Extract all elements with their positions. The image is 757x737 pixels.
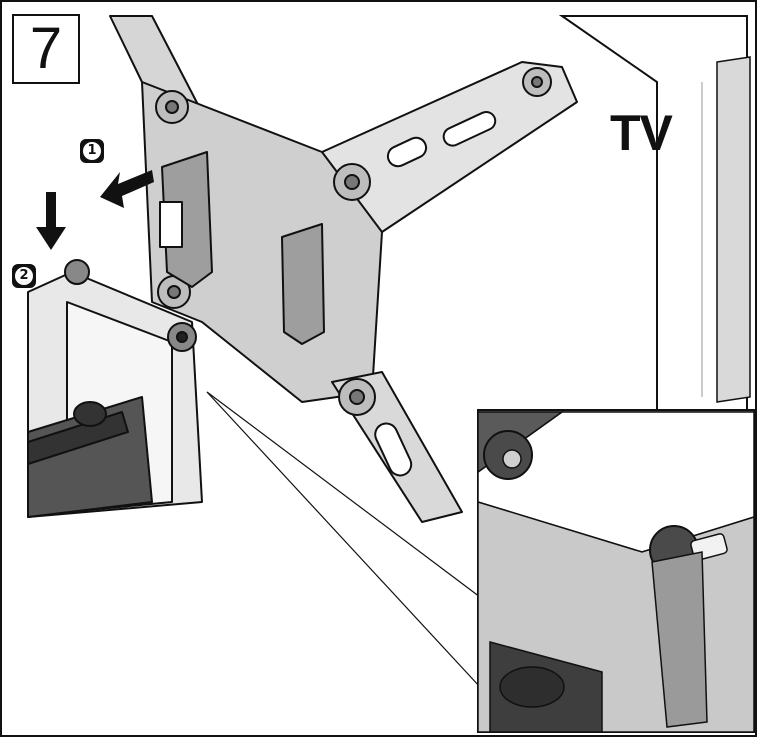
- leader-lines: [206, 391, 481, 688]
- tv-label: TV: [610, 105, 673, 161]
- hanging-brackets: [159, 151, 325, 345]
- step-number: 7: [12, 14, 80, 84]
- arrow-down-icon: [36, 192, 66, 250]
- callout-number-icon: 2: [12, 264, 36, 288]
- callout-number-icon: 1: [80, 139, 104, 163]
- callout-1-label: 1: [83, 142, 101, 160]
- callout-2-label: 2: [15, 267, 33, 285]
- mount-adapter-box: [27, 259, 203, 518]
- detail-inset: [477, 409, 755, 733]
- arrow-left-icon: [100, 170, 154, 208]
